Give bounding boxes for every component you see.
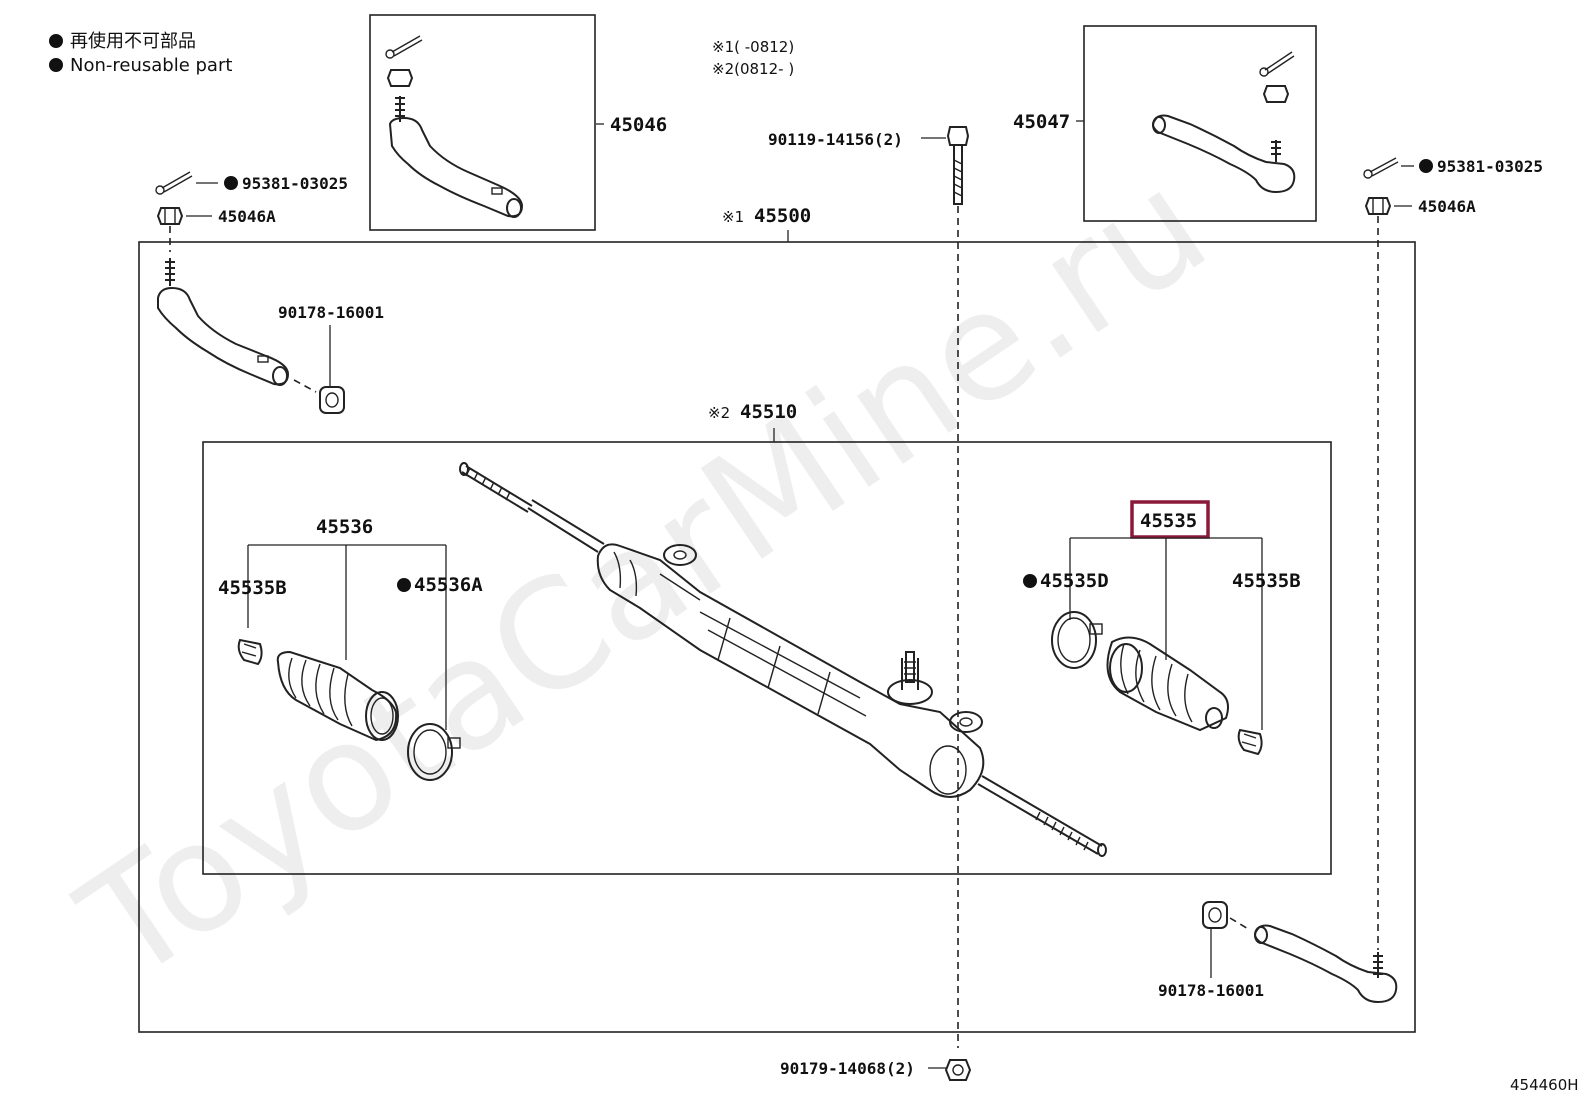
label-45536A: 45536A — [414, 574, 483, 596]
leader-45535 — [1069, 537, 1263, 730]
tie-rod-end-outer-left-icon — [157, 258, 290, 386]
nut-right-icon — [1364, 197, 1392, 215]
clip-left-icon — [237, 638, 263, 666]
boot-left-icon — [276, 650, 399, 742]
dashed-line-bushing-left — [293, 379, 317, 393]
label-45535: 45535 — [1140, 510, 1197, 532]
non-reusable-bullet-icon — [49, 58, 63, 72]
steering-rack-icon — [459, 462, 1107, 857]
rack-box-45510 — [202, 441, 1332, 875]
inset-box-45046 — [369, 14, 596, 231]
mark-45510: ※2 — [708, 404, 730, 422]
label-90178-right: 90178-16001 — [1158, 981, 1264, 1000]
non-reusable-bullet-icon — [1419, 159, 1433, 173]
cotter-pin-right-icon — [1363, 157, 1399, 179]
label-45535B-left: 45535B — [218, 577, 287, 599]
tie-rod-end-right-icon — [1152, 51, 1296, 194]
label-45046: 45046 — [610, 114, 667, 136]
clip-right-icon — [1237, 728, 1263, 756]
bushing-right-icon — [1202, 901, 1228, 929]
tie-rod-end-left-icon — [385, 35, 524, 218]
highlight-45535 — [1130, 500, 1210, 539]
legend-english: Non-reusable part — [70, 55, 232, 76]
bottom-nut-icon — [944, 1059, 972, 1081]
label-45510: 45510 — [740, 401, 797, 423]
cotter-pin-left-icon — [155, 171, 193, 195]
label-90178-left: 90178-16001 — [278, 303, 384, 322]
non-reusable-bullet-icon — [397, 578, 411, 592]
boot-right-icon — [1106, 636, 1229, 732]
label-45046A-right: 45046A — [1418, 197, 1476, 216]
non-reusable-bullet-icon — [49, 34, 63, 48]
bushing-left-icon — [319, 386, 345, 414]
non-reusable-bullet-icon — [224, 176, 238, 190]
non-reusable-bullet-icon — [1023, 574, 1037, 588]
label-45535D: 45535D — [1040, 570, 1109, 592]
note-1: ※1( -0812) — [712, 38, 794, 56]
label-45046A-left: 45046A — [218, 207, 276, 226]
bolt-icon — [946, 126, 970, 205]
nut-left-icon — [156, 207, 184, 225]
diagram-code: 454460H — [1510, 1076, 1579, 1094]
label-45047: 45047 — [1013, 111, 1070, 133]
label-90119: 90119-14156(2) — [768, 130, 903, 149]
leader-45536 — [247, 544, 447, 730]
inset-box-45047 — [1083, 25, 1317, 222]
dashed-line-bushing-right — [1229, 917, 1251, 931]
label-95381-left: 95381-03025 — [242, 174, 348, 193]
label-45535B-right: 45535B — [1232, 570, 1301, 592]
assembly-box-45500 — [138, 241, 1416, 1033]
label-45500: 45500 — [754, 205, 811, 227]
boot-clamp-left-icon — [407, 723, 461, 781]
note-2: ※2(0812- ) — [712, 60, 794, 78]
mark-45500: ※1 — [722, 208, 744, 226]
legend-japanese: 再使用不可部品 — [70, 31, 196, 52]
label-90179: 90179-14068(2) — [780, 1059, 915, 1078]
boot-clamp-right-icon — [1051, 611, 1103, 669]
tie-rod-end-outer-right-icon — [1254, 924, 1398, 1004]
label-45536: 45536 — [316, 516, 373, 538]
label-95381-right: 95381-03025 — [1437, 157, 1543, 176]
